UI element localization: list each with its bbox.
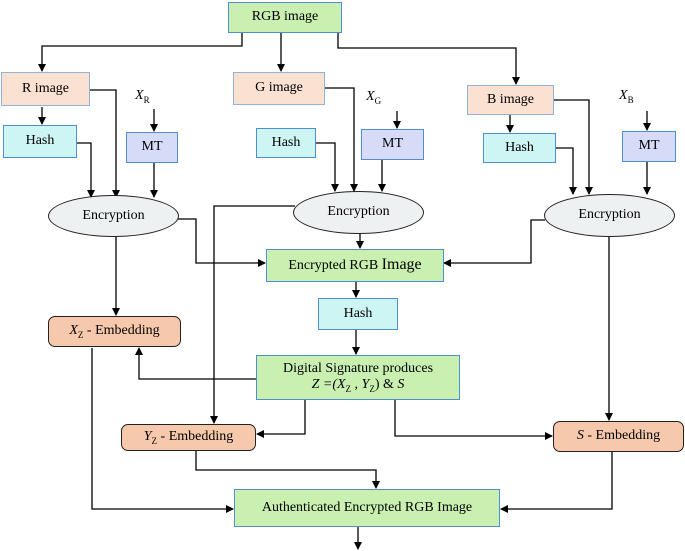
arrow-g-to-encryption xyxy=(325,87,358,192)
hash-r-box: Hash xyxy=(3,125,77,158)
hash-b-label: Hash xyxy=(505,139,534,155)
encrypted-rgb-image-box: Encrypted RGB Image xyxy=(266,249,444,282)
digital-signature-line2: Z =(XZ , YZ) & S xyxy=(311,376,405,394)
g-image-label: G image xyxy=(255,80,303,96)
encryption-b-label: Encryption xyxy=(578,207,641,223)
arrow-enc-r-to-encrypted xyxy=(178,218,266,267)
arrow-b-to-encryption xyxy=(554,99,593,195)
arrow-signature-to-xz xyxy=(135,347,256,380)
b-image-box: B image xyxy=(467,85,554,115)
hash-center-label: Hash xyxy=(343,305,373,321)
arrow-xz-to-authenticated xyxy=(91,348,234,513)
xz-embedding-label: XZ - Embedding xyxy=(69,322,160,340)
arrow-hash-r-to-encryption xyxy=(77,142,95,198)
mt-b-box: MT xyxy=(622,131,676,162)
mt-b-label: MT xyxy=(638,138,660,154)
hash-r-label: Hash xyxy=(25,133,55,149)
arrow-signature-to-yz xyxy=(256,400,306,438)
arrow-r-to-encryption xyxy=(90,89,120,198)
authenticated-encrypted-rgb-image-box: Authenticated Encrypted RGB Image xyxy=(234,489,500,527)
mt-r-box: MT xyxy=(126,132,178,163)
encryption-r-node: Encryption xyxy=(48,195,179,237)
rgb-image-box: RGB image xyxy=(228,2,342,33)
encrypted-rgb-image-label: Encrypted RGB Image xyxy=(288,256,422,274)
hash-center-box: Hash xyxy=(318,298,398,330)
xg-input-label: XG xyxy=(366,89,382,106)
yz-embedding-label: YZ - Embedding xyxy=(143,428,234,446)
yz-embedding-box: YZ - Embedding xyxy=(121,424,256,451)
digital-signature-line1: Digital Signature produces xyxy=(282,360,434,376)
arrow-enc-b-to-encrypted xyxy=(443,219,545,267)
r-image-box: R image xyxy=(1,72,90,106)
digital-signature-box: Digital Signature produces Z =(XZ , YZ) … xyxy=(256,355,460,400)
hash-g-box: Hash xyxy=(256,128,316,158)
mt-r-label: MT xyxy=(141,139,163,155)
arrow-signature-to-s xyxy=(394,400,553,440)
arrow-enc-g-to-yz xyxy=(210,205,295,424)
mt-g-label: MT xyxy=(382,136,403,152)
arrow-s-to-authenticated xyxy=(500,452,613,513)
encryption-r-label: Encryption xyxy=(82,207,145,223)
rgb-image-label: RGB image xyxy=(251,9,319,25)
arrow-rgb-to-b xyxy=(337,33,520,85)
arrow-rgb-to-r xyxy=(38,33,243,72)
b-image-label: B image xyxy=(486,91,535,107)
r-image-label: R image xyxy=(21,80,70,96)
arrow-hash-g-to-encryption xyxy=(316,142,339,192)
xb-input-label: XB xyxy=(619,88,634,105)
arrow-hash-b-to-encryption xyxy=(556,147,577,195)
xz-embedding-box: XZ - Embedding xyxy=(48,316,181,347)
encryption-b-node: Encryption xyxy=(544,194,675,237)
arrow-yz-to-authenticated xyxy=(195,451,380,489)
s-embedding-label: S - Embedding xyxy=(576,428,661,444)
encryption-g-label: Encryption xyxy=(327,204,390,220)
s-embedding-box: S - Embedding xyxy=(553,421,684,452)
mt-g-box: MT xyxy=(361,129,424,160)
hash-g-label: Hash xyxy=(271,134,301,150)
authenticated-encrypted-rgb-image-label: Authenticated Encrypted RGB Image xyxy=(261,499,473,515)
hash-b-box: Hash xyxy=(483,133,556,163)
xr-input-label: XR xyxy=(135,88,150,105)
encryption-g-node: Encryption xyxy=(293,191,424,234)
g-image-box: G image xyxy=(233,72,325,105)
